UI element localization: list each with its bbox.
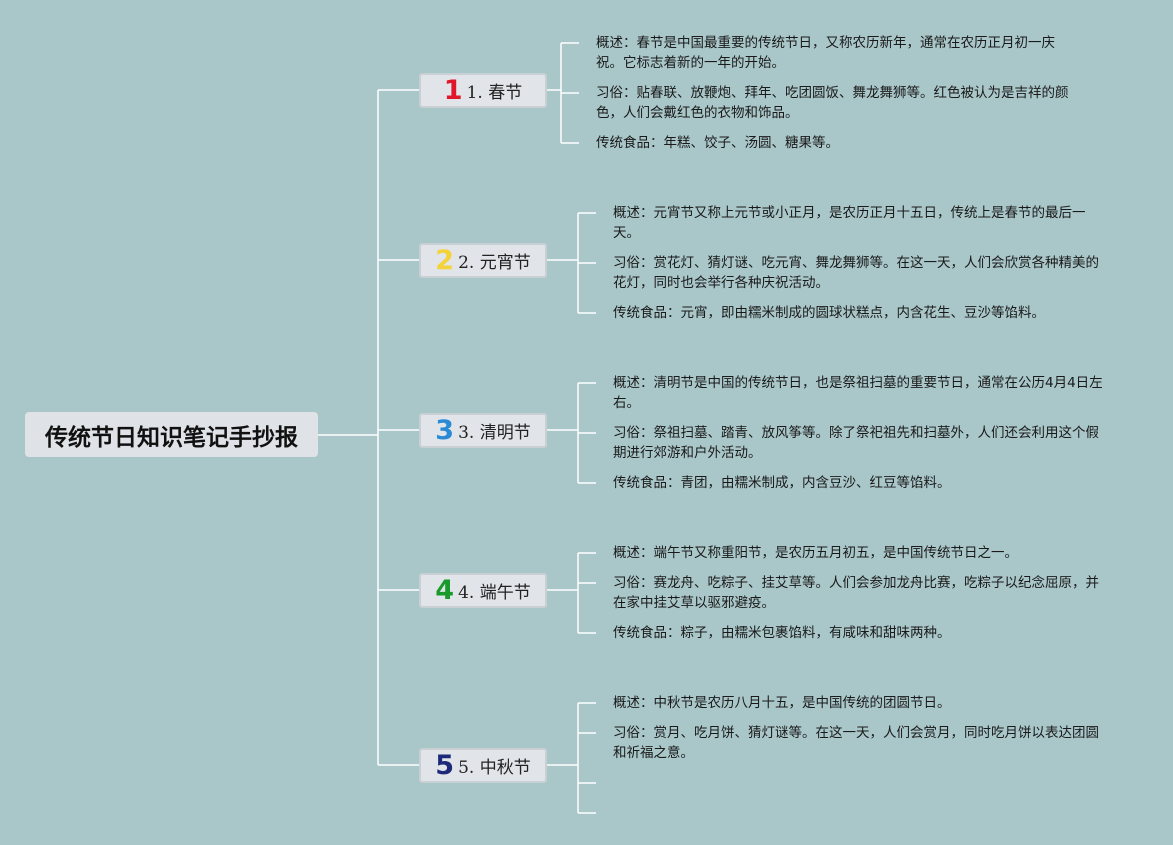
leaf-detail[interactable]: 传统食品：元宵，即由糯米制成的圆球状糕点，内含花生、豆沙等馅料。	[613, 305, 1045, 321]
topic-number-badge: 2	[435, 244, 455, 276]
leaf-detail[interactable]: 概述：端午节又称重阳节，是农历五月初五，是中国传统节日之一。	[613, 545, 1018, 561]
leaf-detail[interactable]: 概述：中秋节是农历八月十五，是中国传统的团圆节日。	[613, 695, 951, 711]
leaf-detail[interactable]: 传统食品：青团，由糯米制成，内含豆沙、红豆等馅料。	[613, 475, 951, 491]
leaf-detail[interactable]: 概述：清明节是中国的传统节日，也是祭祖扫墓的重要节日，通常在公历4月4日左右。	[613, 375, 1103, 411]
topic-label: 1. 春节	[466, 82, 523, 103]
topic-label: 3. 清明节	[458, 422, 531, 443]
topic-number-badge: 1	[443, 74, 463, 106]
leaf-detail[interactable]: 习俗：赛龙舟、吃粽子、挂艾草等。人们会参加龙舟比赛，吃粽子以纪念屈原，并在家中挂…	[613, 575, 1099, 611]
leaf-detail[interactable]: 习俗：祭祖扫墓、踏青、放风筝等。除了祭祀祖先和扫墓外，人们还会利用这个假期进行郊…	[613, 425, 1099, 461]
topic-number-badge: 3	[435, 414, 455, 446]
leaf-detail[interactable]: 习俗：赏花灯、猜灯谜、吃元宵、舞龙舞狮等。在这一天，人们会欣赏各种精美的花灯，同…	[613, 255, 1099, 291]
topic-number-badge: 5	[435, 749, 455, 781]
leaf-detail[interactable]: 传统食品：粽子，由糯米包裹馅料，有咸味和甜味两种。	[613, 625, 951, 641]
leaf-detail[interactable]: 传统食品：年糕、饺子、汤圆、糖果等。	[596, 135, 839, 151]
leaf-detail[interactable]: 概述：春节是中国最重要的传统节日，又称农历新年，通常在农历正月初一庆祝。它标志着…	[596, 35, 1055, 71]
topic-label: 4. 端午节	[458, 582, 531, 603]
leaf-detail[interactable]: 概述：元宵节又称上元节或小正月，是农历正月十五日，传统上是春节的最后一天。	[613, 205, 1086, 241]
topic-label: 2. 元宵节	[458, 252, 531, 273]
leaf-detail[interactable]: 习俗：贴春联、放鞭炮、拜年、吃团圆饭、舞龙舞狮等。红色被认为是吉祥的颜色，人们会…	[596, 85, 1069, 121]
leaf-detail[interactable]: 习俗：赏月、吃月饼、猜灯谜等。在这一天，人们会赏月，同时吃月饼以表达团圆和祈福之…	[613, 725, 1099, 761]
root-node[interactable]: 传统节日知识笔记手抄报	[25, 412, 318, 457]
topic-label: 5. 中秋节	[458, 757, 531, 778]
topic-number-badge: 4	[435, 574, 455, 606]
